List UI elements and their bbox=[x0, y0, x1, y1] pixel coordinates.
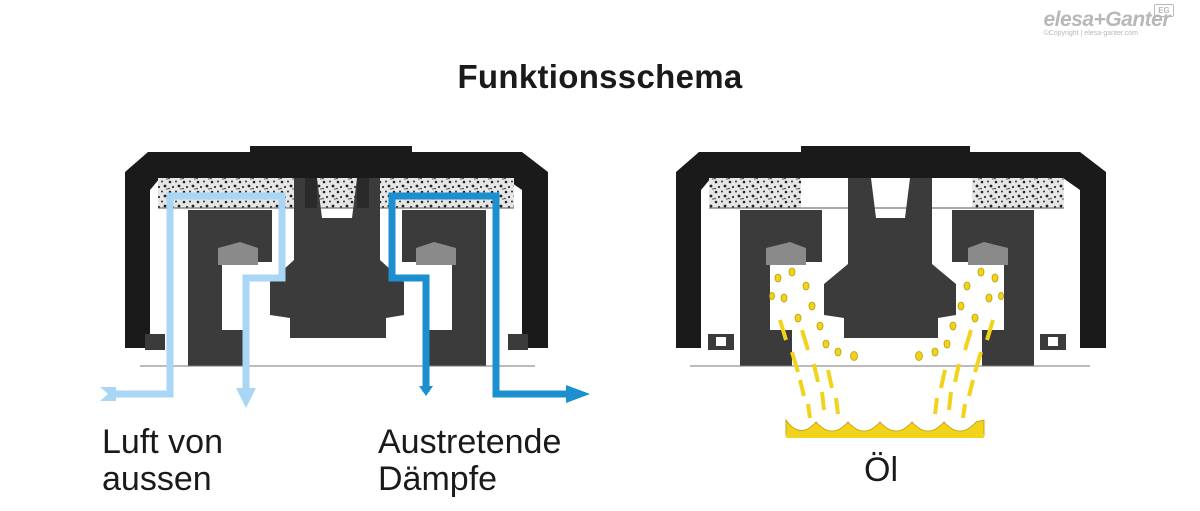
label-vapour-out-line1: Austretende bbox=[378, 423, 562, 461]
label-air-in: Luft von aussen bbox=[102, 424, 223, 498]
air-in-flow-arrow bbox=[112, 192, 286, 398]
logo-badge: EG bbox=[1154, 4, 1174, 17]
left-cap-housing bbox=[125, 146, 548, 348]
air-in-arrowhead bbox=[236, 388, 256, 408]
logo-brand-text: elesa+Ganter bbox=[1043, 8, 1170, 31]
vapour-out-arrowhead bbox=[566, 385, 590, 403]
oil-surface bbox=[785, 418, 985, 437]
right-inner-part-a bbox=[740, 210, 822, 366]
label-vapour-out-line2: Dämpfe bbox=[378, 460, 498, 498]
oil-streaks bbox=[778, 319, 995, 419]
label-air-in-line1: Luft von bbox=[102, 423, 223, 461]
right-foam-filter-right bbox=[972, 178, 1064, 208]
right-center-plug bbox=[824, 178, 956, 338]
label-vapour-out: Austretende Dämpfe bbox=[378, 424, 561, 498]
left-inner-part-a bbox=[188, 210, 272, 366]
oil-droplets bbox=[769, 267, 1004, 361]
vapour-out-flow-arrow bbox=[388, 192, 568, 398]
left-inner-part-b bbox=[402, 210, 486, 366]
logo-copyright: ©Copyright | elesa-ganter.com bbox=[1043, 30, 1139, 37]
diagram-title: Funktionsschema bbox=[457, 58, 743, 95]
left-center-plug bbox=[270, 178, 404, 338]
right-foam-filter-left bbox=[709, 178, 801, 208]
label-oil: Öl bbox=[864, 451, 898, 489]
label-air-in-line2: aussen bbox=[102, 460, 212, 498]
brand-logo: elesa+Ganter ©Copyright | elesa-ganter.c… bbox=[1043, 4, 1174, 37]
right-breather-diagram bbox=[676, 146, 1106, 438]
left-breather-diagram bbox=[100, 146, 590, 408]
right-cap-housing bbox=[676, 146, 1106, 348]
